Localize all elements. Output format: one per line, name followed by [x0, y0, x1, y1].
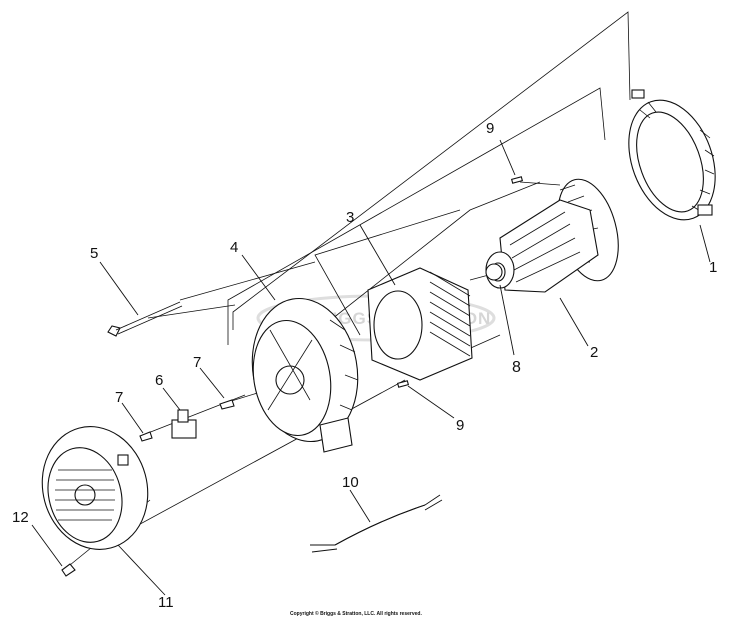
part-screws — [139, 399, 235, 442]
callout-11: 11 — [158, 594, 174, 611]
callout-9-top: 9 — [486, 120, 494, 137]
callout-9-bottom: 9 — [456, 417, 464, 434]
callout-5: 5 — [90, 245, 98, 262]
part-long-bolt — [107, 301, 183, 337]
part-front-housing — [251, 297, 359, 453]
leader-lines — [31, 139, 711, 596]
callout-6: 6 — [155, 372, 163, 389]
part-rotor — [485, 178, 619, 293]
callout-8: 8 — [512, 359, 521, 376]
callout-1: 1 — [709, 259, 717, 276]
part-brush-holder — [171, 409, 197, 439]
callout-7-right: 7 — [193, 354, 201, 371]
part-rear-ring — [628, 89, 716, 221]
part-cover-screw — [61, 563, 76, 577]
part-studs — [396, 176, 524, 388]
callout-10: 10 — [342, 474, 359, 491]
callout-4: 4 — [230, 239, 238, 256]
callout-3: 3 — [346, 209, 354, 226]
part-end-cover — [41, 426, 149, 550]
copyright-notice: Copyright © Briggs & Stratton, LLC. All … — [290, 610, 422, 617]
callout-labels: 1 2 3 4 5 6 7 7 8 9 9 10 11 12 — [12, 120, 717, 611]
callout-7-left: 7 — [115, 389, 123, 406]
part-bearing — [485, 263, 503, 281]
part-wire-harness — [310, 494, 443, 553]
part-stator — [367, 267, 473, 381]
callout-2: 2 — [590, 344, 598, 361]
callout-12: 12 — [12, 509, 29, 526]
